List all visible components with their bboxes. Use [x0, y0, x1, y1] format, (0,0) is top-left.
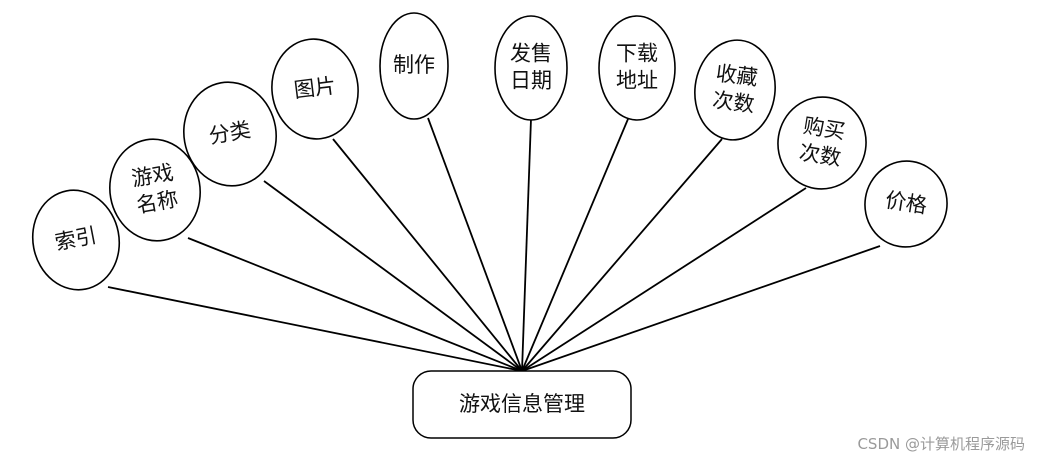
attribute-nodes: 索引游戏名称分类图片制作发售日期下载地址收藏次数购买次数价格 — [31, 12, 948, 291]
connector-lines — [107, 117, 881, 372]
attribute-ellipse — [777, 96, 867, 190]
connector-line — [263, 180, 523, 372]
connector-line — [521, 245, 881, 372]
attribute-label: 日期 — [510, 69, 552, 93]
attribute-label: 图片 — [293, 74, 338, 103]
watermark: CSDN @计算机程序源码 — [857, 435, 1025, 453]
connector-line — [107, 286, 523, 372]
entity-node: 游戏信息管理 — [412, 370, 632, 439]
attribute-node: 价格 — [864, 160, 948, 248]
attribute-ellipse — [694, 39, 776, 141]
attribute-node: 图片 — [271, 38, 359, 140]
connector-line — [521, 118, 532, 372]
connector-line — [521, 118, 629, 372]
attribute-node: 索引 — [31, 189, 121, 291]
attribute-ellipse — [109, 138, 201, 242]
connector-line — [427, 117, 523, 372]
attribute-node: 分类 — [183, 81, 277, 187]
connector-line — [521, 138, 723, 372]
attribute-node: 制作 — [379, 12, 449, 120]
attribute-label: 下载 — [616, 42, 658, 66]
attribute-label: 次数 — [711, 88, 756, 117]
attribute-label: 制作 — [393, 53, 435, 77]
attribute-ellipse — [379, 12, 449, 120]
attribute-ellipse — [31, 189, 121, 291]
attribute-label: 收藏 — [714, 61, 759, 90]
attribute-label: 地址 — [616, 69, 658, 93]
attribute-ellipse — [183, 81, 277, 187]
attribute-ellipse — [864, 160, 948, 248]
attribute-ellipse — [598, 15, 676, 121]
connector-line — [187, 237, 523, 372]
connector-line — [332, 138, 523, 372]
attribute-ellipse — [494, 15, 568, 121]
connector-line — [521, 187, 807, 372]
attribute-label: 发售 — [510, 42, 552, 66]
entity-box — [412, 370, 632, 439]
attribute-ellipse — [271, 38, 359, 140]
entity-label: 游戏信息管理 — [459, 392, 585, 416]
